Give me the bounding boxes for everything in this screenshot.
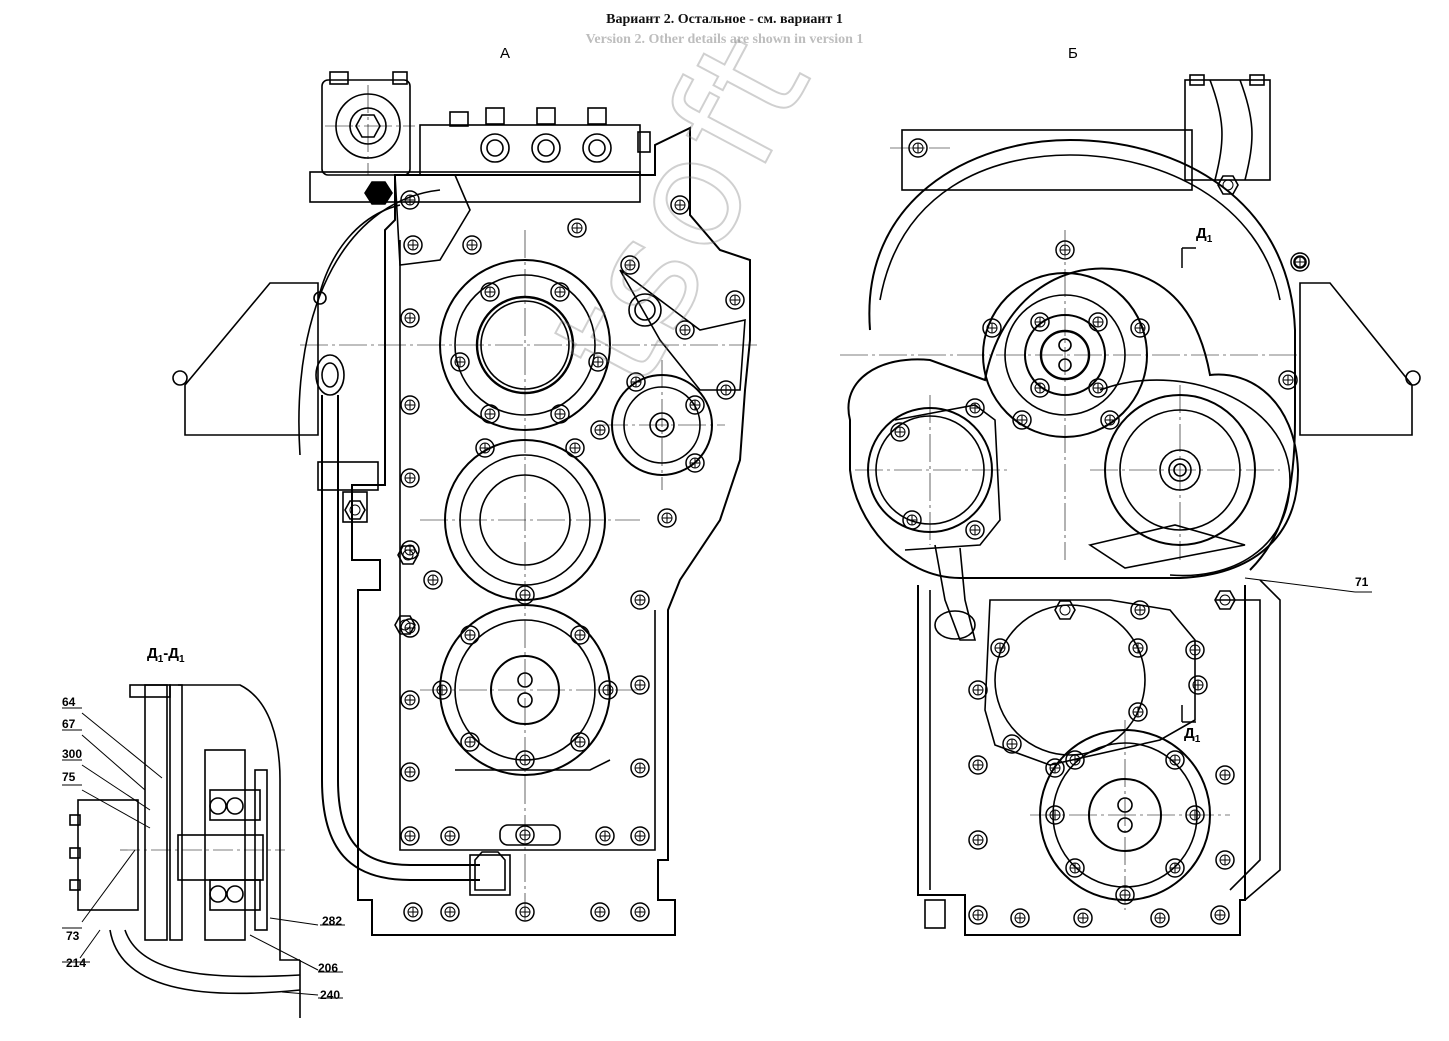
drawing-title-en: Version 2. Other details are shown in ve… <box>585 32 864 47</box>
view-b-bolts <box>890 138 1310 928</box>
view-a-label: А <box>500 45 511 62</box>
section-title: Д1-Д1 <box>147 645 185 665</box>
view-b-label: Б <box>1068 45 1078 62</box>
section-detail <box>62 684 345 1018</box>
callout-240: 240 <box>320 988 341 1002</box>
section-mark-bottom: Д1 <box>1184 725 1201 745</box>
callout-214: 214 <box>66 956 87 970</box>
callout-67: 67 <box>62 717 76 731</box>
callout-64: 64 <box>62 695 76 709</box>
callout-73: 73 <box>66 929 80 943</box>
callout-300: 300 <box>62 747 83 761</box>
section-mark-top: Д1 <box>1196 225 1213 245</box>
callout-282: 282 <box>322 914 343 928</box>
view-b <box>840 74 1421 936</box>
drawing-title-ru: Вариант 2. Остальное - см. вариант 1 <box>606 12 843 27</box>
callout-206: 206 <box>318 961 339 975</box>
view-a <box>172 71 760 936</box>
callout-71: 71 <box>1355 575 1369 589</box>
callout-75: 75 <box>62 770 76 784</box>
